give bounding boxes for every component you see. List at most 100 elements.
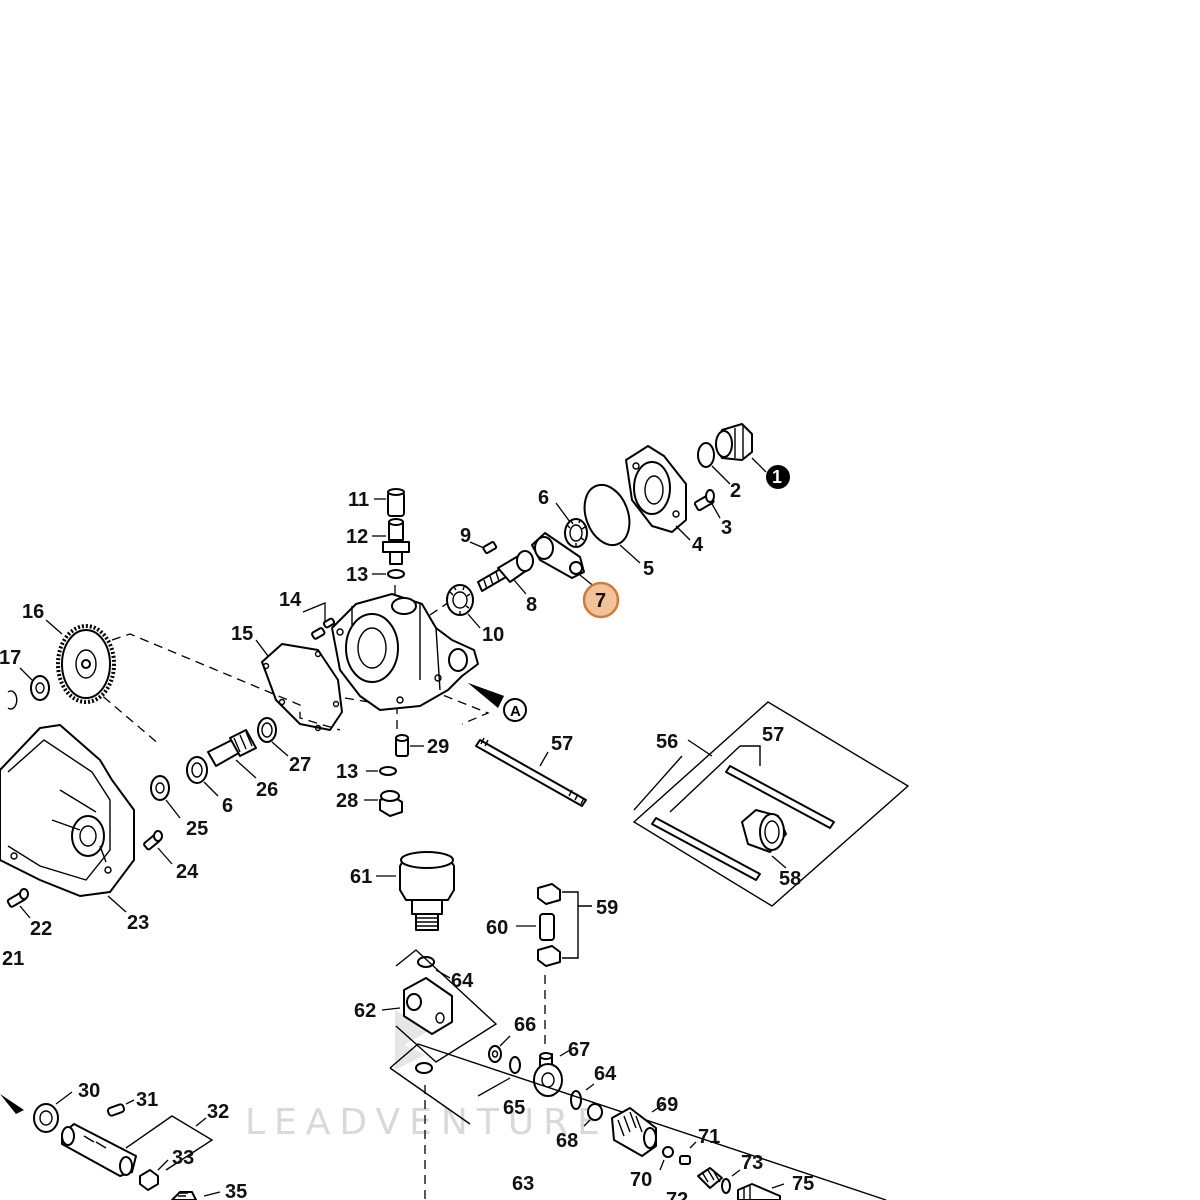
callout-64-upper[interactable]: 64 [451,970,474,992]
callout-28[interactable]: 28 [336,790,358,812]
part-69-check-valve[interactable] [611,1107,657,1157]
part-35-spring[interactable] [171,1191,197,1200]
part-11-pin[interactable] [387,488,405,517]
callout-35[interactable]: 35 [225,1181,247,1200]
callout-15[interactable]: 15 [231,623,253,645]
callout-65[interactable]: 65 [503,1097,525,1119]
part-64-o-ring-lower[interactable] [570,1090,582,1110]
callout-57-kit[interactable]: 57 [762,724,784,746]
callout-3[interactable]: 3 [721,517,732,539]
part-6-bearing-lower[interactable] [186,756,208,784]
part-30-washer[interactable] [33,1103,59,1133]
callout-72[interactable]: 72 [666,1189,688,1200]
callout-24[interactable]: 24 [176,861,199,883]
part-9-key[interactable] [482,541,498,555]
part-4-pump-cover[interactable] [625,445,687,533]
part-27-bearing[interactable] [257,717,277,743]
callout-21[interactable]: 21 [2,948,24,970]
callout-62[interactable]: 62 [354,1000,376,1022]
callout-75[interactable]: 75 [792,1173,814,1195]
callout-25[interactable]: 25 [186,818,208,840]
part-13-o-ring-lower[interactable] [379,766,397,776]
part-65-o-ring[interactable] [509,1056,521,1074]
part-14-dowel-pins[interactable] [311,617,336,640]
part-75-fitting[interactable] [737,1183,781,1200]
part-68-valve-seat[interactable] [587,1103,603,1121]
callout-22[interactable]: 22 [30,918,52,940]
callout-12[interactable]: 12 [346,526,368,548]
part-17-washer[interactable] [30,675,50,701]
part-25-washer[interactable] [150,775,170,801]
callout-58[interactable]: 58 [779,868,801,890]
callout-13-lower[interactable]: 13 [336,761,358,783]
part-71-spring[interactable] [679,1155,691,1165]
callout-70[interactable]: 70 [630,1169,652,1191]
callout-17[interactable]: 17 [0,647,21,669]
callout-30[interactable]: 30 [78,1080,100,1102]
callout-14[interactable]: 14 [279,589,302,611]
part-58-seal[interactable] [741,809,787,853]
highlight-circle-part-7[interactable] [582,581,620,619]
part-31-pin[interactable] [106,1103,126,1117]
part-57-studs-kit[interactable] [651,765,835,881]
part-24-screw[interactable] [143,830,163,851]
part-6-bearing-upper[interactable] [564,518,588,548]
part-70-ball[interactable] [662,1146,674,1158]
callout-16[interactable]: 16 [22,601,44,623]
callout-5[interactable]: 5 [643,558,654,580]
part-8-eccentric-shaft[interactable] [477,550,534,592]
callout-9[interactable]: 9 [460,525,471,547]
callout-69[interactable]: 69 [656,1094,678,1116]
callout-27[interactable]: 27 [289,754,311,776]
callout-61[interactable]: 61 [350,866,372,888]
part-12-valve-stem[interactable] [382,518,410,565]
part-10-bearing[interactable] [446,584,474,616]
part-73-o-ring[interactable] [721,1178,731,1194]
callout-71[interactable]: 71 [698,1126,720,1148]
part-23-gear-case[interactable] [0,724,135,897]
part-61-unloader-valve[interactable] [399,851,455,931]
part-16-gear[interactable] [56,624,116,704]
part-57-stud-center[interactable] [475,737,587,807]
callout-66[interactable]: 66 [514,1014,536,1036]
part-circlip-left[interactable] [7,690,18,710]
part-67-banjo-fitting[interactable] [533,1052,563,1097]
part-shaft-lower[interactable] [61,1123,137,1177]
callout-60[interactable]: 60 [486,917,508,939]
callout-33[interactable]: 33 [172,1147,194,1169]
callout-57-center[interactable]: 57 [551,733,573,755]
part-29-fitting[interactable] [395,734,409,757]
callout-31[interactable]: 31 [136,1089,158,1111]
callout-63[interactable]: 63 [512,1173,534,1195]
part-22-screw[interactable] [6,888,29,908]
callout-6-lower[interactable]: 6 [222,795,233,817]
callout-29[interactable]: 29 [427,736,449,758]
callout-68[interactable]: 68 [556,1130,578,1152]
part-72-valve-stem[interactable] [697,1167,723,1189]
part-66-washer[interactable] [488,1045,502,1063]
callout-32[interactable]: 32 [207,1101,229,1123]
part-33-nut[interactable] [139,1169,159,1191]
callout-26[interactable]: 26 [256,779,278,801]
part-26-pinion-shaft[interactable] [207,729,257,767]
part-15-gasket[interactable] [261,643,343,732]
callout-23[interactable]: 23 [127,912,149,934]
callout-7[interactable]: 7 [595,590,606,612]
callout-59[interactable]: 59 [596,897,618,919]
callout-4[interactable]: 4 [692,534,704,556]
callout-6-upper[interactable]: 6 [538,487,549,509]
callout-8[interactable]: 8 [526,594,537,616]
part-2-o-ring[interactable] [697,442,715,468]
callout-13-upper[interactable]: 13 [346,564,368,586]
callout-67[interactable]: 67 [568,1039,590,1061]
part-3-screw[interactable] [693,489,715,512]
callout-73[interactable]: 73 [741,1152,763,1174]
part-7-connecting-rod[interactable] [531,532,585,579]
callout-64-lower[interactable]: 64 [594,1063,617,1085]
part-28-drain-plug[interactable] [379,790,403,817]
part-1-plug[interactable] [715,423,753,461]
callout-10[interactable]: 10 [482,624,504,646]
callout-11[interactable]: 11 [348,489,369,511]
part-59-valve-set[interactable] [537,883,592,967]
callout-2[interactable]: 2 [730,480,741,502]
